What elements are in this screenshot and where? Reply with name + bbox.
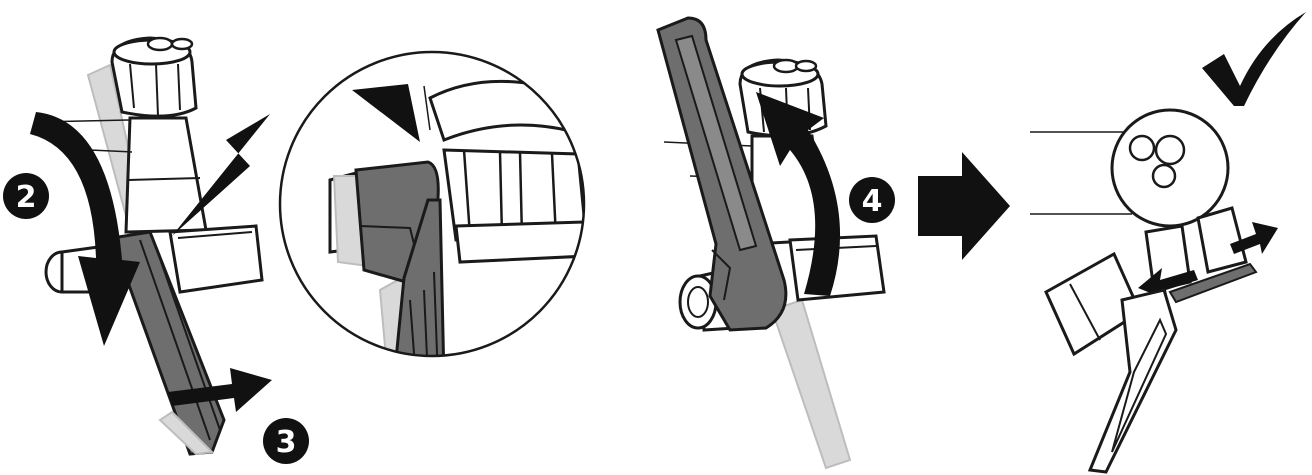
- zoom-clamp-base: [454, 220, 584, 264]
- ghost-lever-down: [770, 298, 852, 470]
- panel-step-2-3: 2 3: [3, 36, 309, 464]
- panel-step-4: 4: [656, 16, 895, 470]
- lever-slot: [674, 34, 758, 252]
- step-number-4: 4: [862, 184, 883, 219]
- step-badge-3: 3: [263, 418, 309, 464]
- hole: [1151, 163, 1177, 189]
- panel-result: [1030, 12, 1306, 474]
- zoom-lever-blade: [392, 198, 446, 356]
- zoom-clamp-body: [442, 148, 584, 242]
- push-right-arrow: [168, 368, 272, 412]
- spread-arrow-right: [1230, 222, 1278, 254]
- rotate-up-arrow: [756, 92, 841, 296]
- clamp-jaw-right: [1196, 206, 1248, 274]
- clamp-rail: [1168, 262, 1258, 304]
- step-number-3: 3: [276, 425, 297, 460]
- clamp-block: [168, 224, 264, 294]
- pointer-arrowhead: [172, 114, 270, 236]
- checkmark-icon: [1202, 12, 1306, 106]
- step-badge-4: 4: [849, 177, 895, 223]
- rotate-down-arrow: [30, 112, 140, 346]
- lever-slot: [1111, 317, 1168, 453]
- zoom-circle-outline: [278, 50, 586, 358]
- step-badge-2: 2: [3, 173, 49, 219]
- hole: [1154, 134, 1186, 166]
- leader-line: [423, 85, 431, 131]
- panel-zoom-detail: [278, 50, 586, 358]
- leader-line: [89, 149, 133, 153]
- step-number-2: 2: [16, 180, 37, 215]
- zoom-pointer-arrowhead: [352, 84, 420, 142]
- next-step-arrow: [918, 152, 1010, 260]
- hole: [1128, 134, 1156, 162]
